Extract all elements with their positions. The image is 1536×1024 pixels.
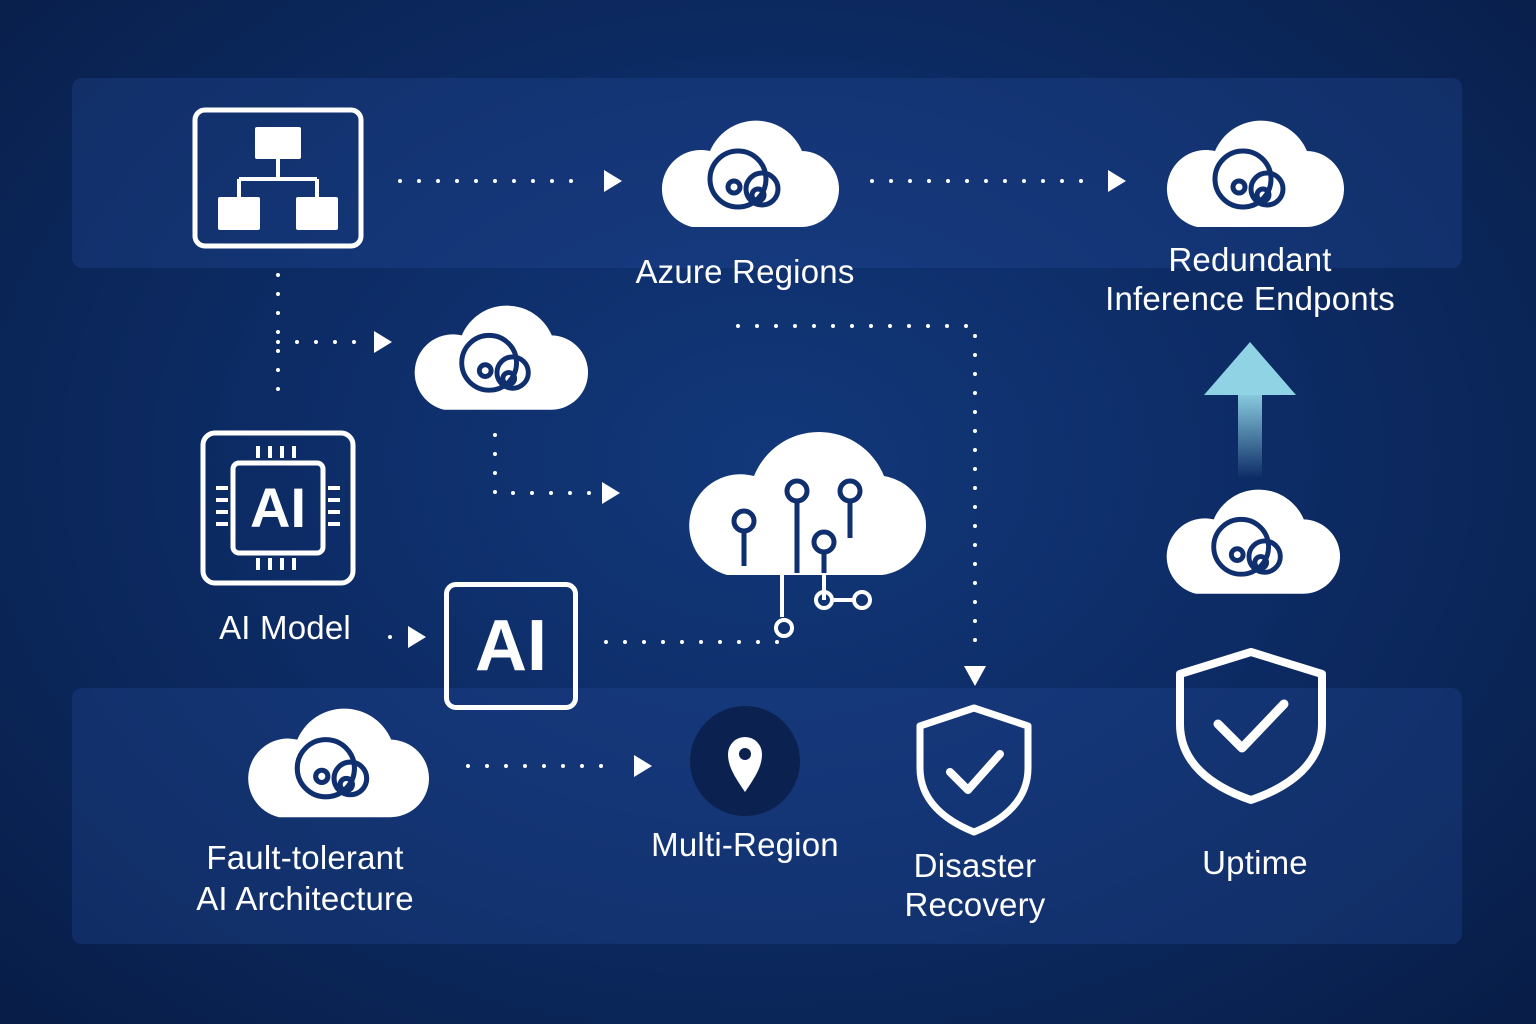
cloud-icon <box>1166 120 1345 228</box>
cloud-icon <box>414 305 589 410</box>
fault-tolerant-label-line1: Fault-tolerant <box>206 839 404 876</box>
disaster-label-line1: Disaster <box>913 847 1037 884</box>
connector-azure-to-disaster <box>736 324 977 657</box>
redundant-label-line1: Redundant <box>1168 241 1332 278</box>
ai-chip-icon: AI <box>200 430 356 586</box>
ai-model-label: AI Model <box>219 609 351 646</box>
shield-check-icon <box>916 704 1032 836</box>
up-arrow-icon <box>1204 342 1296 478</box>
fault-tolerant-label-line2: AI Architecture <box>196 880 414 917</box>
connector-midcloud-to-network <box>493 433 592 495</box>
arrowhead <box>1108 170 1126 192</box>
arrowhead <box>964 666 986 686</box>
arrowhead <box>634 755 652 777</box>
hierarchy-icon <box>192 107 364 249</box>
arrowhead <box>602 482 620 504</box>
disaster-label-line2: Recovery <box>904 886 1046 923</box>
arrowhead <box>604 170 622 192</box>
cloud-icon <box>248 708 429 818</box>
uptime-label: Uptime <box>1202 844 1308 881</box>
cloud-icon <box>661 120 840 228</box>
network-node-icon <box>774 618 794 638</box>
multi-region-label: Multi-Region <box>651 826 839 863</box>
arrowhead <box>408 626 426 648</box>
cloud-icon <box>1166 489 1341 594</box>
arrowhead <box>374 331 392 353</box>
box-ai-text: AI <box>475 606 547 686</box>
ai-box-icon: AI <box>444 582 578 710</box>
connector-box-to-network <box>604 640 784 657</box>
redundant-label-line2: Inference Endponts <box>1105 280 1395 317</box>
cloud-network-icon <box>689 431 927 617</box>
azure-regions-label: Azure Regions <box>635 253 855 290</box>
location-pin-icon <box>690 706 800 816</box>
shield-check-icon <box>1176 648 1326 804</box>
chip-ai-text: AI <box>250 476 306 539</box>
